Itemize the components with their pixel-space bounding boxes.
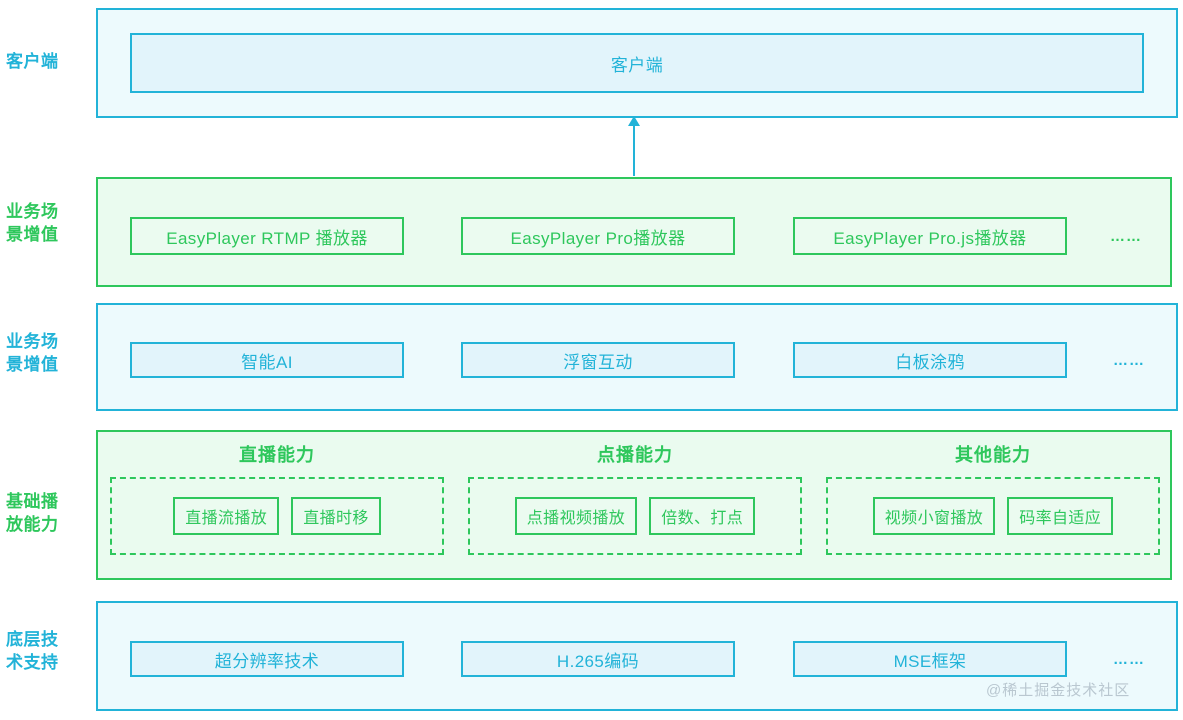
group-box-vod: 点播视频播放 倍数、打点 <box>468 477 802 555</box>
row-label-value-add-line1: 业务场 <box>6 332 59 351</box>
row-label-value-add-line2: 景增值 <box>6 355 59 374</box>
row-label-players-line1: 业务场 <box>6 202 59 221</box>
chip-easyplayer-pro-js[interactable]: EasyPlayer Pro.js播放器 <box>793 217 1067 255</box>
arrow-head-up-icon <box>628 116 640 126</box>
row-label-playback: 基础播 放能力 <box>6 490 90 536</box>
watermark: @稀土掘金技术社区 <box>986 682 1131 699</box>
row-label-playback-line1: 基础播 <box>6 492 59 511</box>
chip-floating-window[interactable]: 浮窗互动 <box>461 342 735 378</box>
row-label-playback-line2: 放能力 <box>6 515 59 534</box>
row-label-client: 客户端 <box>6 52 59 71</box>
chip-vod-video-playback[interactable]: 点播视频播放 <box>514 497 638 535</box>
row-label-players-line2: 景增值 <box>6 225 59 244</box>
row-label-base-tech-line2: 术支持 <box>6 653 59 672</box>
chip-smart-ai[interactable]: 智能AI <box>130 342 404 378</box>
chip-client[interactable]: 客户端 <box>130 33 1144 93</box>
group-other: 其他能力 视频小窗播放 码率自适应 <box>826 442 1160 555</box>
group-live: 直播能力 直播流播放 直播时移 <box>110 442 444 555</box>
chip-mse-framework[interactable]: MSE框架 <box>793 641 1067 677</box>
arrow-line-up <box>633 118 635 176</box>
row-label-value-add: 业务场 景增值 <box>6 330 90 376</box>
chip-adaptive-bitrate[interactable]: 码率自适应 <box>1007 497 1114 535</box>
group-box-live: 直播流播放 直播时移 <box>110 477 444 555</box>
ellipsis-players: …… <box>1110 228 1142 245</box>
group-box-other: 视频小窗播放 码率自适应 <box>826 477 1160 555</box>
chip-easyplayer-rtmp[interactable]: EasyPlayer RTMP 播放器 <box>130 217 404 255</box>
chip-live-timeshift[interactable]: 直播时移 <box>291 497 381 535</box>
chip-pip-playback[interactable]: 视频小窗播放 <box>872 497 996 535</box>
ellipsis-base-tech: …… <box>1113 651 1145 668</box>
chip-super-resolution[interactable]: 超分辨率技术 <box>130 641 404 677</box>
chip-speed-and-marker[interactable]: 倍数、打点 <box>649 497 756 535</box>
row-label-base-tech: 底层技 术支持 <box>6 628 90 674</box>
group-vod: 点播能力 点播视频播放 倍数、打点 <box>468 442 802 555</box>
group-title-live: 直播能力 <box>239 445 315 465</box>
row-label-players: 业务场 景增值 <box>6 200 90 246</box>
chip-h265-encoding[interactable]: H.265编码 <box>461 641 735 677</box>
ellipsis-value-add: …… <box>1113 352 1145 369</box>
chip-whiteboard[interactable]: 白板涂鸦 <box>793 342 1067 378</box>
chip-easyplayer-pro[interactable]: EasyPlayer Pro播放器 <box>461 217 735 255</box>
row-label-base-tech-line1: 底层技 <box>6 630 59 649</box>
group-title-vod: 点播能力 <box>597 445 673 465</box>
chip-live-stream-playback[interactable]: 直播流播放 <box>173 497 280 535</box>
group-title-other: 其他能力 <box>955 445 1031 465</box>
